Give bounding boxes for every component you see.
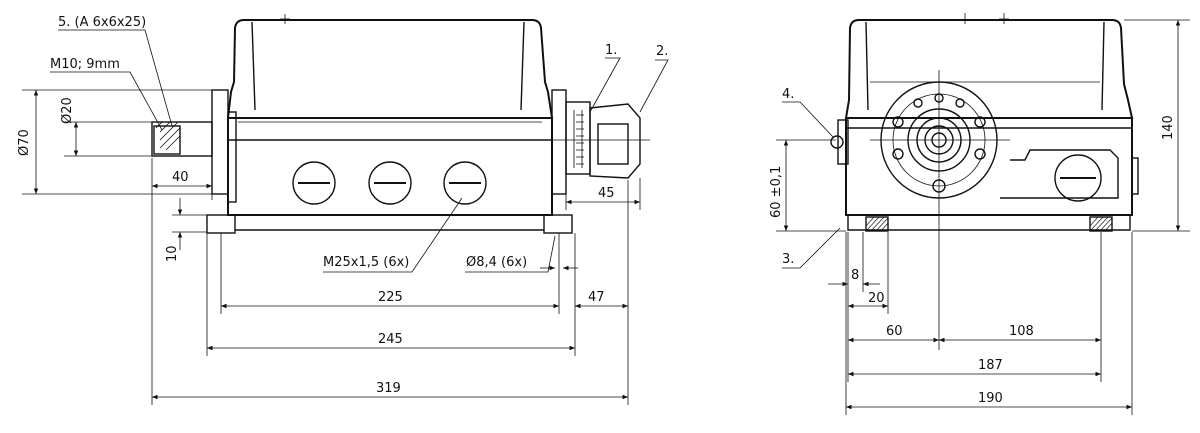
- side-cover: [844, 19, 1134, 119]
- dim-foot-height: 10: [165, 245, 180, 262]
- foot-right: [543, 214, 573, 234]
- dim-8: 8: [851, 268, 859, 283]
- foot-left: [206, 214, 236, 234]
- dim-190: 190: [978, 391, 1003, 406]
- cable-gland: [292, 161, 336, 205]
- dim-height-140: 140: [1161, 115, 1176, 140]
- callout-holes-text: Ø8,4 (6x): [466, 255, 527, 270]
- dim-shaft-dia: Ø20: [60, 97, 75, 124]
- callout-thread-text: M10; 9mm: [50, 57, 120, 72]
- side-body: [845, 117, 1133, 216]
- callout-item-1: 1.: [605, 43, 617, 58]
- dim-shaft-length: 40: [172, 170, 189, 185]
- right-flange: [551, 89, 567, 195]
- dim-flange-dia: Ø70: [17, 129, 32, 156]
- dim-108: 108: [1009, 324, 1034, 339]
- callout-item-3: 3.: [782, 252, 794, 267]
- cable-gland: [443, 161, 487, 205]
- housing-cover: [226, 19, 554, 119]
- callout-key-text: 5. (A 6x6x25): [58, 15, 146, 30]
- callout-item-4: 4.: [782, 87, 794, 102]
- dim-187: 187: [978, 358, 1003, 373]
- dim-axis-height: 60 ±0,1: [769, 166, 784, 218]
- left-shaft: [151, 121, 213, 157]
- indicator-hub: [589, 103, 641, 179]
- dim-60: 60: [886, 324, 903, 339]
- front-view: 5. (A 6x6x25) M10; 9mm 1. 2. M25x1,5 (6x…: [17, 14, 669, 405]
- side-view: 4. 3. 140 60 ±0,1 8 20 60 108 1: [769, 13, 1190, 415]
- callout-item-2: 2.: [656, 44, 668, 59]
- dim-47: 47: [588, 290, 605, 305]
- scale-disk: [565, 101, 591, 175]
- side-gland: [1054, 154, 1102, 202]
- callout-glands-text: M25x1,5 (6x): [323, 255, 409, 270]
- dim-20: 20: [868, 291, 885, 306]
- bolt-holes: [892, 93, 986, 193]
- dim-hub-length: 45: [598, 186, 615, 201]
- dim-225: 225: [378, 290, 403, 305]
- housing-body: [227, 117, 553, 216]
- dim-245: 245: [378, 332, 403, 347]
- dim-319: 319: [376, 381, 401, 396]
- left-flange: [211, 89, 229, 195]
- cable-gland: [368, 161, 412, 205]
